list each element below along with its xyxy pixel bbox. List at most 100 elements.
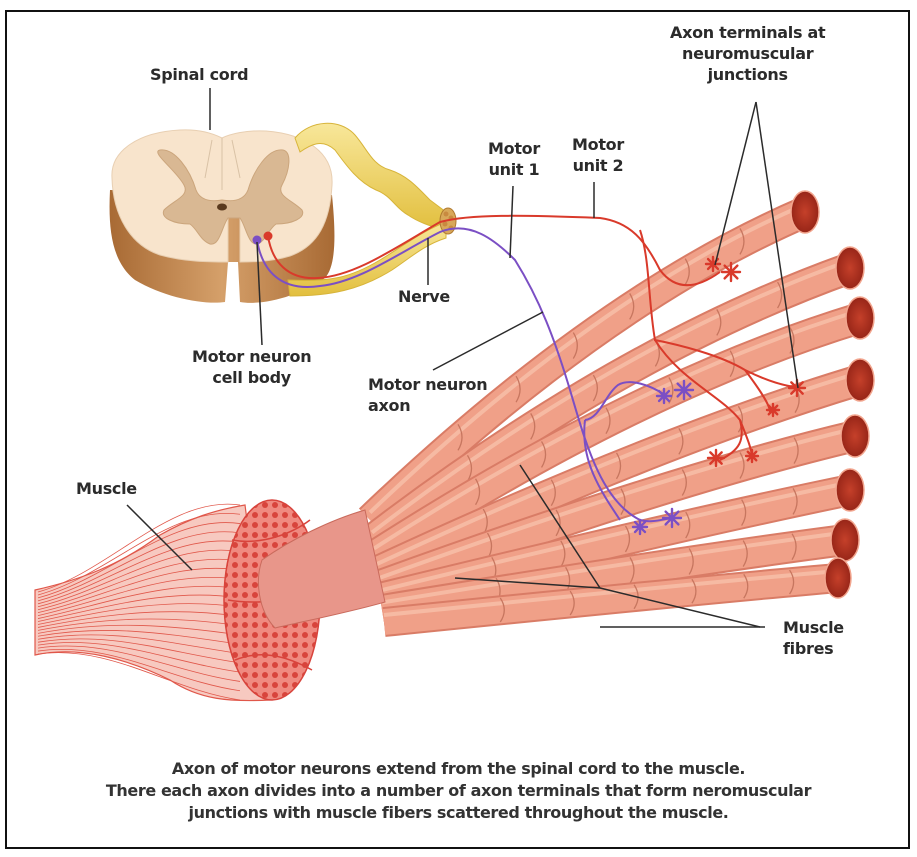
fibre-striation	[777, 281, 783, 309]
leader-motor-unit-1	[509, 185, 514, 259]
fibre-striation	[792, 488, 798, 515]
central-canal	[217, 203, 227, 211]
fibre-striation	[475, 478, 481, 506]
striation-line	[37, 652, 241, 701]
label-motor-neuron-cell-body: Motor neuron cell body	[192, 346, 312, 388]
label-line: Motor neuron	[192, 347, 312, 366]
striation-line	[37, 594, 241, 622]
fibre-highlight	[372, 308, 861, 551]
fibre-striation	[629, 293, 635, 320]
terminal-star-icon	[655, 387, 673, 405]
fibre-striation	[624, 525, 631, 553]
fibre-end-cap	[845, 296, 875, 340]
terminal-star-icon	[706, 448, 726, 468]
label-line: Muscle	[783, 618, 844, 637]
muscle-fibre	[372, 414, 870, 602]
fibre-striation	[789, 569, 795, 595]
fibre-body	[373, 422, 859, 600]
terminal-ray	[633, 520, 647, 534]
fibre-striation	[684, 258, 690, 285]
label-line: unit 1	[488, 160, 540, 179]
caption-line: Axon of motor neurons extend from the sp…	[171, 759, 746, 778]
ventral-root	[287, 221, 447, 297]
label-line: neuromuscular	[682, 44, 814, 63]
label-muscle: Muscle	[76, 479, 137, 498]
striation-line	[37, 634, 241, 654]
label-motor-neuron-axon: Motor neuron axon	[368, 374, 488, 416]
fibre-striation	[739, 228, 745, 255]
terminal-ray	[746, 450, 758, 462]
spinal-cord-grey-matter	[157, 149, 304, 245]
striation-line	[37, 512, 241, 596]
leader-muscle-fibres	[454, 464, 761, 628]
fibre-striation	[789, 327, 795, 354]
caption-line: There each axon divides into a number of…	[105, 781, 812, 800]
striation-line	[37, 648, 241, 692]
fibre-striation	[572, 332, 578, 359]
muscle-fibre	[358, 190, 820, 532]
fibre-body	[379, 526, 847, 624]
striation-line	[37, 549, 241, 608]
fibre-striation	[681, 469, 687, 496]
terminal-ray	[790, 381, 804, 395]
label-motor-unit-1: Motor unit 1	[488, 138, 540, 180]
terminal-star-icon	[704, 255, 722, 273]
fibre-striation	[716, 309, 722, 336]
terminal-star-icon	[765, 402, 781, 418]
muscle-fascicle	[257, 509, 386, 629]
fibre-end-cap	[835, 468, 865, 512]
leader-muscle	[126, 504, 193, 571]
label-spinal-cord: Spinal cord	[150, 65, 249, 84]
fibre-striation	[569, 590, 575, 616]
terminal-ray	[657, 389, 671, 403]
muscle-fibre	[379, 518, 860, 626]
striation-line	[37, 585, 241, 619]
striation-line	[37, 531, 241, 602]
fibre-striation	[737, 405, 744, 433]
motor-unit-1-axon	[252, 227, 673, 523]
label-line: unit 2	[572, 156, 624, 175]
label-muscle-fibres: Muscle fibres	[783, 617, 844, 659]
leader-terminal-2	[755, 101, 799, 389]
motor-unit-2-axon	[263, 214, 796, 461]
terminal-ray	[767, 404, 779, 416]
terminal-star-icon	[744, 448, 760, 464]
fibre-striation	[530, 413, 536, 440]
fibre-end-cap	[840, 414, 870, 458]
fibre-striation	[620, 488, 626, 515]
muscle-fibres	[358, 190, 875, 637]
striation-line	[37, 522, 241, 599]
muscle-bundle	[34, 499, 386, 702]
label-motor-unit-2: Motor unit 2	[572, 134, 624, 176]
fibre-striation	[592, 374, 598, 402]
figure-caption: Axon of motor neurons extend from the sp…	[0, 758, 917, 824]
striation-line	[37, 611, 241, 628]
fibre-striation	[743, 573, 749, 599]
leader-axon	[432, 311, 544, 371]
fibre-striation	[685, 511, 691, 539]
muscle-fibre	[369, 358, 875, 587]
muscle-fibre	[362, 246, 865, 553]
label-line: junctions	[707, 65, 788, 84]
striation-line	[37, 603, 241, 625]
striation-line	[37, 576, 241, 617]
muscle-striations	[37, 503, 241, 701]
fibre-striation	[515, 375, 521, 403]
striation-line	[37, 558, 241, 611]
fibre-striation	[741, 499, 747, 526]
label-line: Axon terminals at	[670, 23, 826, 42]
fibre-striation	[739, 452, 745, 479]
fibre-highlight	[381, 530, 846, 605]
caption-line: junctions with muscle fibers scattered t…	[188, 803, 729, 822]
fibre-striation	[629, 557, 635, 584]
fibre-striation	[615, 452, 622, 480]
fibre-striation	[560, 540, 566, 568]
striation-line	[37, 618, 241, 631]
fibre-end-cap	[830, 518, 860, 562]
label-line: cell body	[212, 368, 291, 387]
fibre-body	[366, 304, 865, 568]
fibre-striation	[793, 437, 799, 464]
fibre-highlight	[375, 370, 861, 567]
fibre-striation	[605, 407, 611, 435]
label-line: Motor	[488, 139, 540, 158]
